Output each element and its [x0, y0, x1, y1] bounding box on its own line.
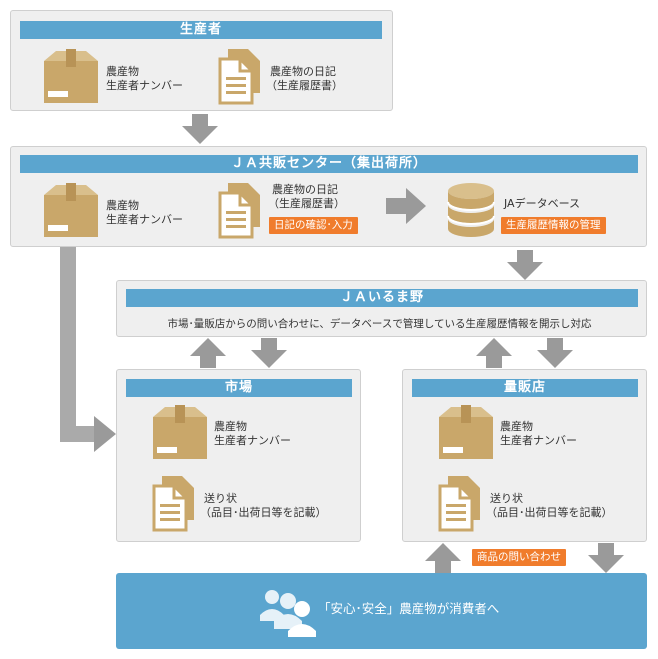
box-icon: [151, 403, 209, 461]
box-icon: [437, 403, 495, 461]
ja-iruma-title: ＪＡいるま野: [126, 289, 638, 307]
arrow-right-icon: [386, 188, 426, 224]
retailer-doc-label-1: 送り状: [490, 492, 523, 505]
producer-doc-label-1: 農産物の日記: [270, 65, 336, 78]
producer-title: 生産者: [20, 21, 382, 39]
flow-line-vertical: [60, 247, 76, 442]
arrow-down-icon: [180, 114, 220, 144]
ja-center-doc-label-1: 農産物の日記: [272, 183, 338, 196]
database-icon: [446, 181, 496, 241]
arrow-down-icon: [535, 338, 575, 368]
arrow-up-icon: [474, 338, 514, 368]
market-doc-label-2: （品目･出荷日等を記載）: [200, 506, 327, 519]
document-icon: [218, 47, 262, 105]
producer-box-label-1: 農産物: [106, 65, 139, 78]
arrow-down-icon: [249, 338, 289, 368]
document-icon: [438, 474, 482, 532]
ja-center-title: ＪＡ共販センター（集出荷所）: [20, 155, 638, 173]
market-title: 市場: [126, 379, 352, 397]
retailer-doc-label-2: （品目･出荷日等を記載）: [486, 506, 613, 519]
producer-doc-label-2: （生産履歴書）: [266, 79, 343, 92]
product-inquiry-tag: 商品の問い合わせ: [472, 549, 566, 566]
producer-box-label-2: 生産者ナンバー: [106, 79, 183, 92]
arrow-down-icon: [586, 543, 626, 573]
document-icon: [218, 181, 262, 239]
market-box-label-1: 農産物: [214, 420, 247, 433]
ja-iruma-description: 市場･量販店からの問い合わせに、データベースで管理している生産履歴情報を開示し対…: [167, 318, 592, 330]
market-box-label-2: 生産者ナンバー: [214, 434, 291, 447]
arrow-down-icon: [505, 250, 545, 280]
retailer-title: 量販店: [412, 379, 638, 397]
ja-center-box-label-2: 生産者ナンバー: [106, 213, 183, 226]
ja-center-box-label-1: 農産物: [106, 199, 139, 212]
box-icon: [42, 47, 100, 105]
people-icon: [258, 587, 318, 637]
arrow-up-icon: [188, 338, 228, 368]
consumer-text: 「安心･安全」農産物が消費者へ: [318, 601, 500, 616]
document-icon: [152, 474, 196, 532]
retailer-box-label-1: 農産物: [500, 420, 533, 433]
ja-database-label: JAデータベース: [504, 197, 581, 210]
market-doc-label-1: 送り状: [204, 492, 237, 505]
arrow-up-icon: [423, 543, 463, 573]
consumer-banner: [116, 573, 647, 649]
flow-line-horizontal: [60, 426, 100, 442]
retailer-box-label-2: 生産者ナンバー: [500, 434, 577, 447]
diary-check-tag: 日記の確認･入力: [269, 217, 358, 234]
arrow-right-icon: [94, 416, 116, 452]
ja-center-doc-label-2: （生産履歴書）: [268, 197, 345, 210]
box-icon: [42, 181, 100, 239]
history-management-tag: 生産履歴情報の管理: [501, 217, 606, 234]
